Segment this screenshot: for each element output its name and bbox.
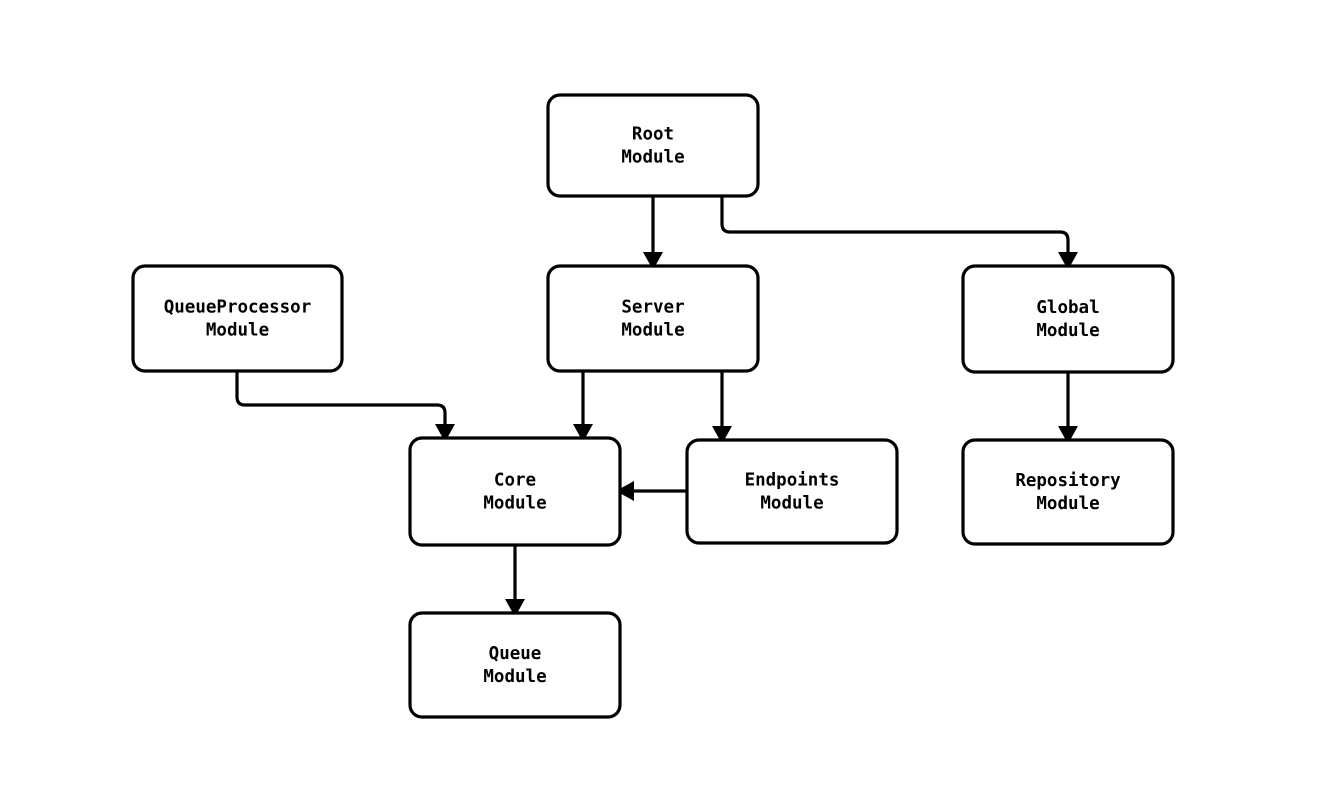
- arrowhead-icon-core-queue: [505, 599, 525, 617]
- node-label-line2-repository: Module: [1036, 494, 1099, 514]
- node-label-line1-repository: Repository: [1015, 471, 1121, 491]
- arrowhead-icon-server-core: [573, 424, 593, 442]
- node-box-queue: [408, 611, 622, 719]
- arrowhead-icon-endpoints-core: [616, 481, 634, 501]
- node-label-line1-queueprocessor: QueueProcessor: [164, 298, 312, 318]
- edges-layer: [235, 196, 1070, 599]
- node-box-server: [546, 264, 760, 373]
- node-box-endpoints: [685, 438, 899, 545]
- arrowhead-icon-root-global: [1058, 252, 1078, 270]
- node-box-repository: [961, 438, 1175, 546]
- arrowhead-icon-server-endpoints: [712, 426, 732, 444]
- node-label-line1-queue: Queue: [489, 644, 542, 664]
- node-label-line2-endpoints: Module: [760, 494, 823, 514]
- node-label-line2-root: Module: [621, 148, 684, 168]
- node-label-line2-server: Module: [621, 321, 684, 341]
- edge-queueprocessor-core: [235, 371, 447, 424]
- arrowhead-icon-queueprocessor-core: [435, 424, 455, 442]
- node-label-line2-global: Module: [1036, 321, 1099, 341]
- node-label-line2-core: Module: [483, 494, 546, 514]
- node-label-line1-endpoints: Endpoints: [745, 471, 840, 491]
- node-label-line1-global: Global: [1036, 298, 1099, 318]
- node-label-line2-queueprocessor: Module: [206, 321, 269, 341]
- arrowhead-icon-global-repository: [1058, 426, 1078, 444]
- node-label-line1-root: Root: [632, 125, 674, 145]
- node-label-line1-core: Core: [494, 471, 536, 491]
- node-box-global: [961, 264, 1175, 374]
- arrowheads-layer: [435, 252, 1078, 617]
- node-box-core: [408, 436, 622, 547]
- node-label-line1-server: Server: [621, 298, 684, 318]
- arrowhead-icon-root-server: [643, 252, 663, 270]
- node-box-root: [546, 93, 760, 198]
- node-box-queueprocessor: [131, 264, 344, 373]
- edge-root-global: [720, 196, 1070, 252]
- node-label-line2-queue: Module: [483, 667, 546, 687]
